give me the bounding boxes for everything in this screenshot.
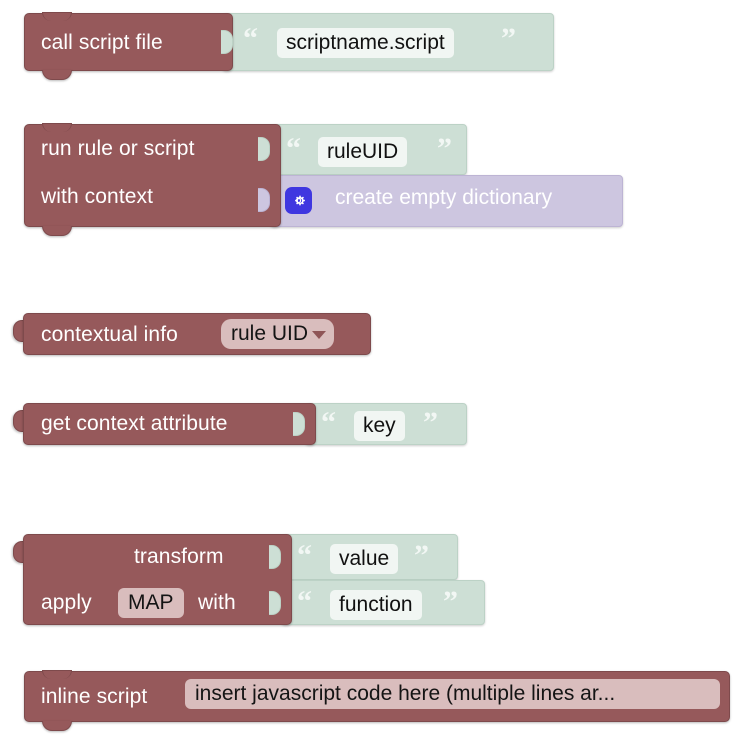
with-context-label: with context: [41, 185, 154, 208]
map-field[interactable]: MAP: [118, 588, 184, 618]
dictionary-block-create-empty[interactable]: [270, 175, 623, 227]
close-quote-icon: ”: [437, 132, 452, 165]
scriptname-field[interactable]: scriptname.script: [277, 28, 454, 58]
script-socket[interactable]: [258, 137, 270, 161]
value-socket[interactable]: [221, 30, 233, 54]
bottom-notch: [42, 721, 72, 731]
contextual-info-label: contextual info: [41, 323, 178, 346]
top-notch: [42, 12, 72, 21]
transform-label: transform: [134, 545, 224, 568]
ruleuid-field[interactable]: ruleUID: [318, 137, 408, 167]
open-quote-icon: “: [297, 585, 312, 618]
key-socket[interactable]: [293, 412, 305, 436]
apply-label: apply: [41, 591, 92, 614]
bottom-notch: [42, 226, 72, 236]
contextual-info-dropdown[interactable]: rule UID: [221, 319, 335, 349]
call-script-file-label: call script file: [41, 31, 163, 54]
run-rule-or-script-body[interactable]: [24, 124, 281, 227]
function-socket[interactable]: [269, 591, 281, 615]
inline-script-code-field[interactable]: insert javascript code here (multiple li…: [185, 679, 720, 709]
close-quote-icon: ”: [423, 406, 438, 439]
create-empty-dictionary-label: create empty dictionary: [335, 186, 553, 209]
inline-script-label: inline script: [41, 685, 148, 708]
close-quote-icon: ”: [414, 539, 429, 572]
close-quote-icon: ”: [443, 585, 458, 618]
chevron-down-icon: [312, 331, 327, 339]
dropdown-selected-value: rule UID: [231, 322, 309, 345]
value-field[interactable]: value: [330, 544, 399, 574]
output-plug: [13, 320, 24, 342]
key-field[interactable]: key: [354, 411, 405, 441]
open-quote-icon: “: [321, 406, 336, 439]
bottom-notch: [42, 70, 72, 80]
value-socket[interactable]: [269, 545, 281, 569]
open-quote-icon: “: [243, 22, 258, 55]
get-context-attribute-label: get context attribute: [41, 412, 228, 435]
get-context-attribute-body[interactable]: [23, 403, 316, 445]
close-quote-icon: ”: [501, 22, 516, 55]
open-quote-icon: “: [286, 132, 301, 165]
open-quote-icon: “: [297, 539, 312, 572]
top-notch: [42, 123, 72, 132]
output-plug: [13, 541, 24, 563]
gear-icon[interactable]: [285, 187, 312, 214]
function-field[interactable]: function: [330, 590, 422, 620]
context-socket[interactable]: [258, 188, 270, 212]
call-script-file-body[interactable]: [24, 13, 233, 71]
output-plug: [13, 410, 24, 432]
with-label: with: [198, 591, 236, 614]
run-rule-or-script-label: run rule or script: [41, 137, 195, 160]
top-notch: [42, 670, 72, 679]
